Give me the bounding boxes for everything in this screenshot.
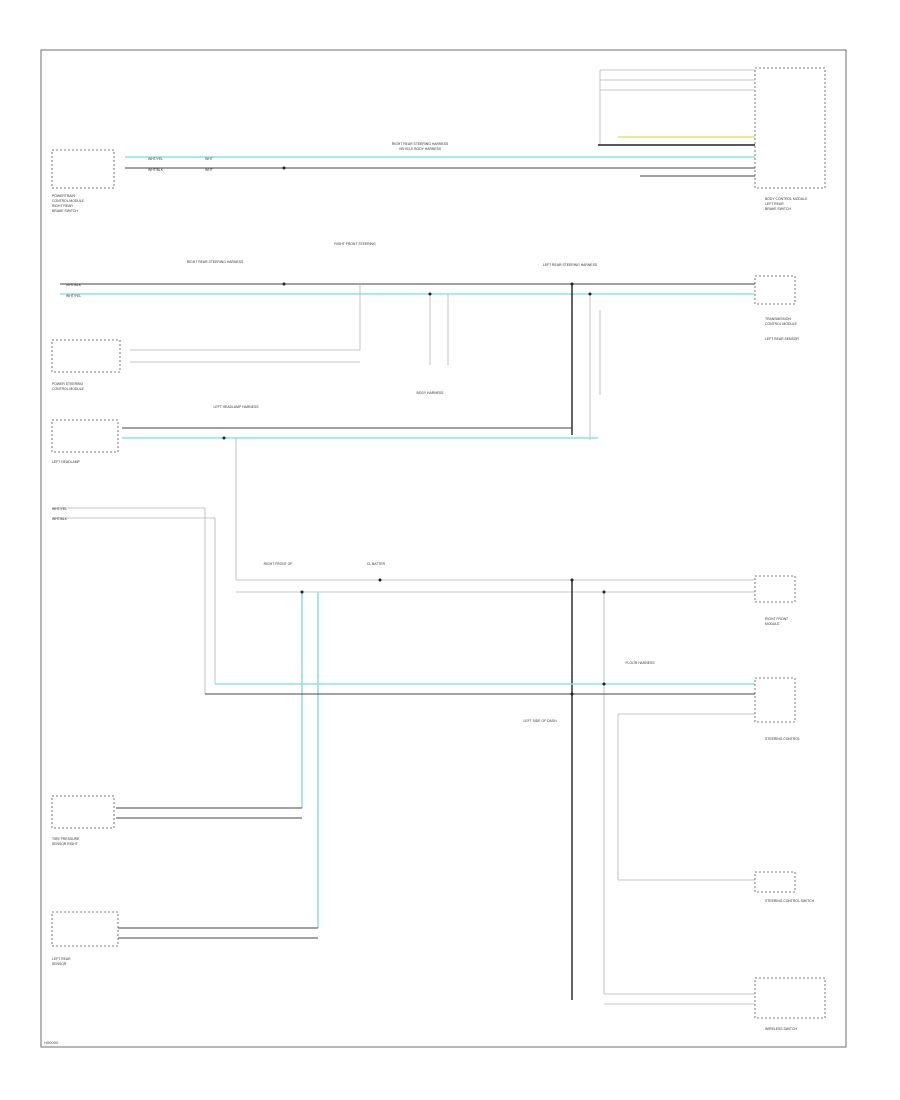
section-middle-upper: RIGHT REAR STEERING HARNESS RIGHT FRONT …: [51, 242, 799, 464]
svg-text:WHT/YEL: WHT/YEL: [66, 294, 81, 298]
svg-text:CONTROL MODULE: CONTROL MODULE: [52, 199, 85, 203]
svg-text:WHT/BLK: WHT/BLK: [148, 168, 164, 172]
svg-text:CL BATTER: CL BATTER: [367, 562, 386, 566]
svg-text:LEFT REAR: LEFT REAR: [765, 202, 784, 206]
svg-text:RIGHT FRONT OF: RIGHT FRONT OF: [264, 562, 293, 566]
module-left-4: [51, 795, 115, 829]
module-right-6: [754, 977, 826, 1019]
module-top-right: [754, 67, 826, 189]
module-left-5: [51, 911, 119, 947]
svg-text:RIGHT REAR: RIGHT REAR: [52, 204, 73, 208]
footer-code: H00000: [44, 1040, 59, 1045]
svg-text:LEFT SIDE OF DASH: LEFT SIDE OF DASH: [523, 719, 557, 723]
svg-text:BODY HARNESS: BODY HARNESS: [417, 391, 445, 395]
svg-text:SENSOR: SENSOR: [52, 962, 67, 966]
svg-text:FLOOR HARNESS: FLOOR HARNESS: [625, 661, 655, 665]
module-left-3: [51, 419, 119, 453]
svg-text:WHT/BLK: WHT/BLK: [52, 517, 68, 521]
module-right-4: [754, 677, 796, 723]
svg-text:POWERTRAIN: POWERTRAIN: [52, 194, 75, 198]
svg-text:LEFT REAR SENSOR: LEFT REAR SENSOR: [765, 337, 799, 341]
svg-text:WHT/YEL: WHT/YEL: [148, 157, 163, 161]
svg-text:SENSOR RIGHT: SENSOR RIGHT: [52, 842, 78, 846]
svg-text:POWER STEERING: POWER STEERING: [52, 382, 83, 386]
svg-text:WHT/BLK: WHT/BLK: [66, 283, 82, 287]
module-top-left: [51, 149, 115, 189]
svg-text:STEERING CONTROL: STEERING CONTROL: [765, 737, 800, 741]
svg-text:LEFT REAR: LEFT REAR: [52, 957, 71, 961]
module-right-5: [754, 871, 796, 893]
svg-text:LEFT HEADLAMP HARNESS: LEFT HEADLAMP HARNESS: [213, 405, 259, 409]
svg-text:WHT: WHT: [205, 157, 213, 161]
svg-text:BODY CONTROL MODULE: BODY CONTROL MODULE: [765, 197, 808, 201]
svg-text:RIGHT FRONT STEERING: RIGHT FRONT STEERING: [334, 242, 376, 246]
svg-text:RIGHT REAR STEERING HARNESS: RIGHT REAR STEERING HARNESS: [392, 142, 449, 146]
svg-text:WHT/YEL: WHT/YEL: [52, 507, 67, 511]
module-mid-right: [754, 275, 796, 305]
svg-text:LEFT REAR STEERING HARNESS: LEFT REAR STEERING HARNESS: [543, 263, 598, 267]
svg-text:BRAKE SWITCH: BRAKE SWITCH: [765, 207, 791, 211]
module-right-3: [754, 575, 796, 603]
diagram-frame: [40, 49, 847, 1048]
svg-text:CONTROL MODULE: CONTROL MODULE: [52, 387, 85, 391]
svg-text:CONTROL MODULE: CONTROL MODULE: [765, 322, 798, 326]
section-lower: WHT/YEL WHT/BLK RIGHT FRONT OF CL BATTER…: [51, 438, 826, 1031]
svg-text:WHT: WHT: [205, 168, 213, 172]
svg-text:RIGHT REAR STEERING HARNESS: RIGHT REAR STEERING HARNESS: [187, 260, 244, 264]
svg-text:BRAKE SWITCH: BRAKE SWITCH: [52, 209, 78, 213]
svg-text:MODULE: MODULE: [765, 622, 780, 626]
svg-text:TRANSMISSION: TRANSMISSION: [765, 317, 791, 321]
svg-text:TIRE PRESSURE: TIRE PRESSURE: [52, 837, 80, 841]
svg-text:WIRELESS SWITCH: WIRELESS SWITCH: [765, 1027, 797, 1031]
svg-text:RIGHT FRONT: RIGHT FRONT: [765, 617, 788, 621]
svg-text:VEHICLE BODY HARNESS: VEHICLE BODY HARNESS: [399, 147, 442, 151]
svg-text:LEFT HEADLAMP: LEFT HEADLAMP: [52, 460, 81, 464]
svg-text:STEERING CONTROL SWITCH: STEERING CONTROL SWITCH: [765, 899, 815, 903]
section-top: RIGHT REAR STEERING HARNESS VEHICLE BODY…: [51, 67, 826, 213]
module-left-2: [51, 339, 121, 373]
